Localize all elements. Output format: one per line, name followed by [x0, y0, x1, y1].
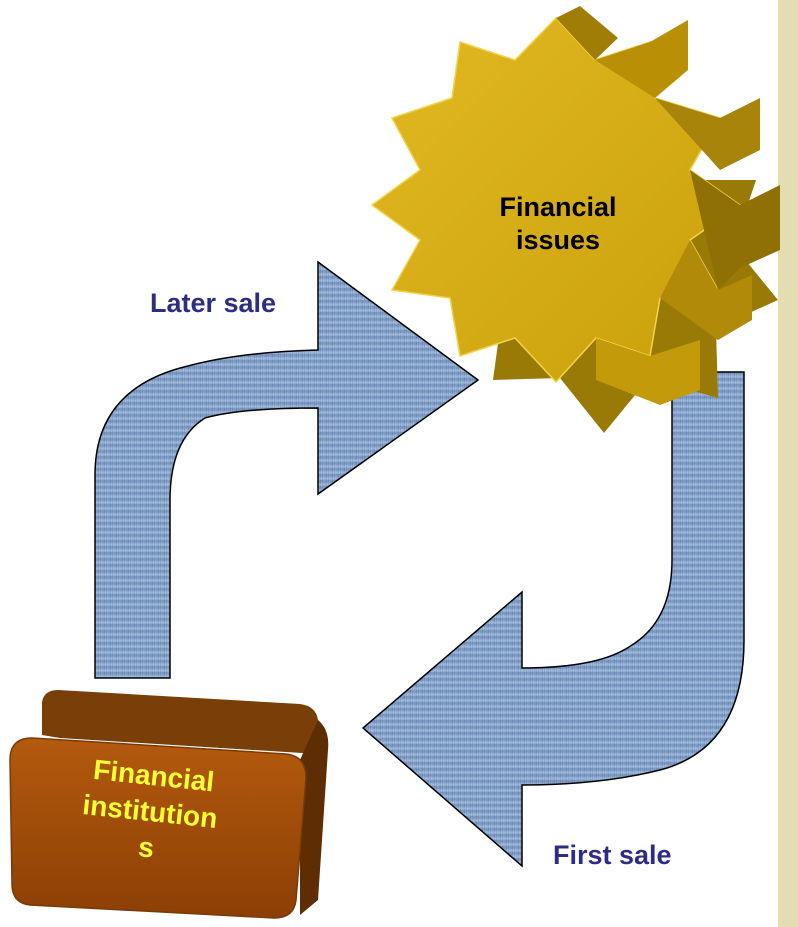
later-sale-label: Later sale	[150, 288, 277, 318]
first-sale-label: First sale	[553, 840, 672, 870]
later-sale-arrow	[94, 260, 480, 679]
side-strip	[778, 0, 798, 927]
issues-node-label: Financial issues	[458, 191, 658, 257]
first-sale-arrow	[361, 371, 745, 868]
institutions-box-shape	[9, 690, 329, 919]
issues-label-line2: issues	[515, 225, 601, 255]
issues-label-line1: Financial	[499, 192, 617, 222]
issues-star-shape	[370, 6, 780, 433]
